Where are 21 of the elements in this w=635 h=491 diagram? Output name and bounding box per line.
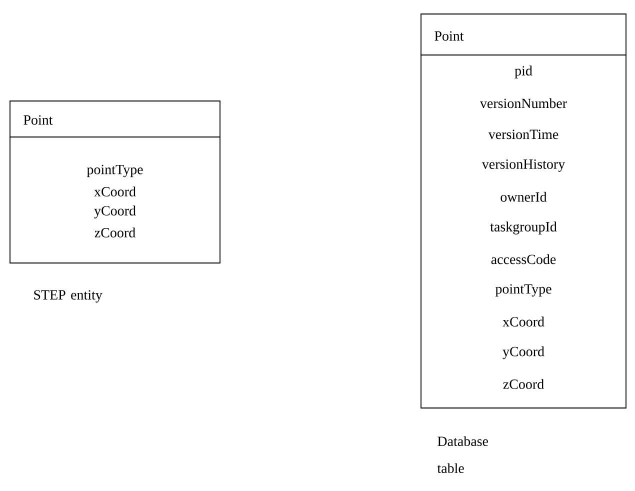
attribute-text: yCoord	[502, 346, 544, 360]
attribute-text: pid	[514, 66, 532, 78]
attribute-text: taskgroupId	[490, 222, 557, 234]
entity-box	[420, 14, 626, 408]
caption-text: Database table	[437, 436, 488, 474]
header-text: Point	[24, 115, 53, 125]
attribute-text: zCoord	[94, 228, 136, 238]
attribute-text: versionHistory	[482, 159, 566, 172]
attribute-text: versionTime	[488, 130, 558, 140]
attribute-text: yCoord	[94, 206, 136, 218]
attribute-text: pointType	[495, 284, 552, 297]
attribute-text: accessCode	[491, 254, 556, 264]
entity-box	[10, 100, 220, 264]
attribute-text: xCoord	[94, 186, 136, 196]
caption-text: STEP entity	[34, 290, 102, 302]
attribute-text: zCoord	[503, 379, 544, 389]
attribute-text: pointType	[86, 164, 143, 178]
attribute-text: ownerId	[500, 192, 547, 202]
attribute-text: xCoord	[502, 316, 544, 327]
attribute-text: versionNumber	[480, 98, 567, 108]
header-text: Point	[434, 31, 464, 41]
